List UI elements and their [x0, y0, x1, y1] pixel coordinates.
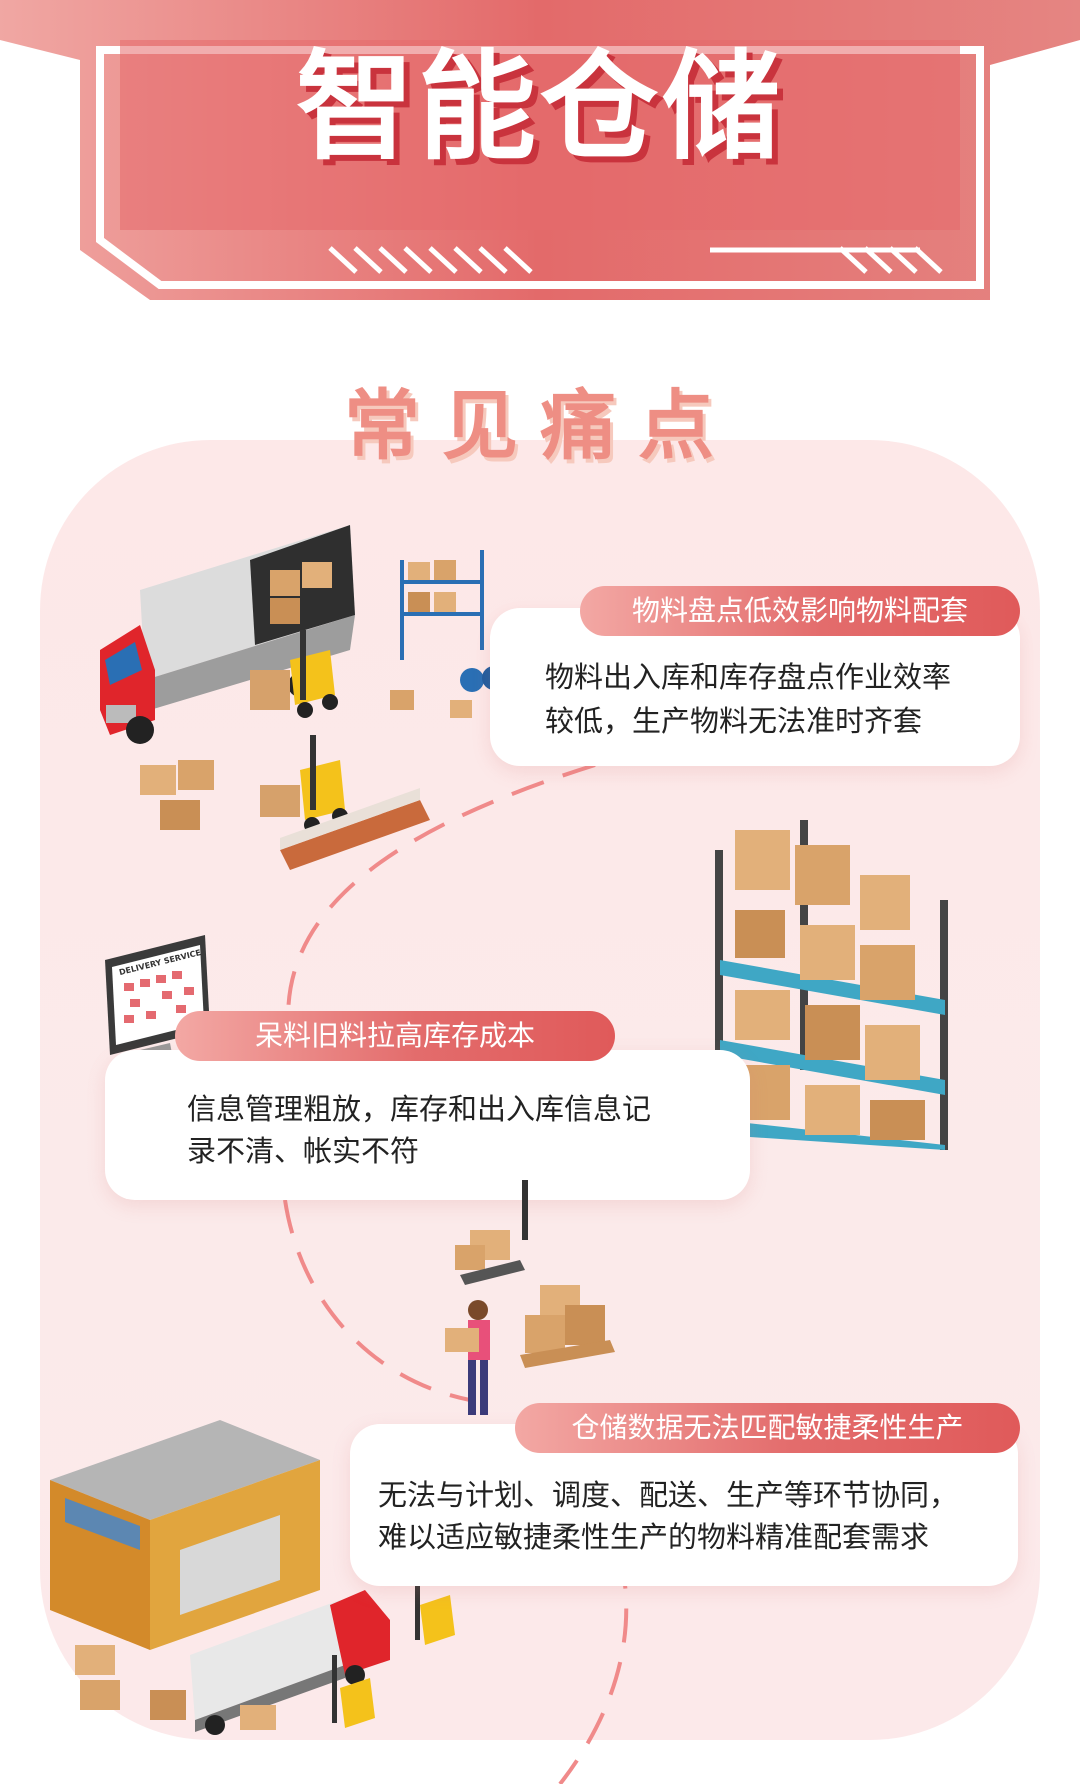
pain-point-2-line2: 录不清、帐实不符: [187, 1134, 420, 1168]
pain-point-2-tag: 呆料旧料拉高库存成本: [175, 1011, 615, 1061]
pain-point-card-2: 信息管理粗放，库存和出入库信息记 录不清、帐实不符: [105, 1050, 750, 1200]
worker-pallet-illustration: [445, 1180, 615, 1415]
pain-point-3-line1: 无法与计划、调度、配送、生产等环节协同，: [378, 1478, 959, 1512]
pain-point-1-tag: 物料盘点低效影响物料配套: [580, 586, 1020, 636]
header-banner: [0, 0, 1080, 300]
pain-point-3-tag: 仓储数据无法匹配敏捷柔性生产: [515, 1403, 1020, 1453]
small-shelf-illustration: [390, 550, 506, 718]
pain-point-1-line2: 较低，生产物料无法准时齐套: [545, 704, 923, 738]
pain-point-3-line2: 难以适应敏捷柔性生产的物料精准配套需求: [378, 1520, 930, 1554]
warehouse-truck-illustration: [50, 1420, 455, 1735]
pain-point-2-line1: 信息管理粗放，库存和出入库信息记: [187, 1092, 652, 1126]
page-title: 智能仓储: [295, 38, 784, 176]
pain-point-1-line1: 物料出入库和库存盘点作业效率: [545, 660, 952, 694]
section-title: 常见痛点: [344, 381, 736, 470]
warehouse-shelf-illustration: [715, 820, 948, 1150]
truck-forklift-illustration: [100, 525, 430, 870]
